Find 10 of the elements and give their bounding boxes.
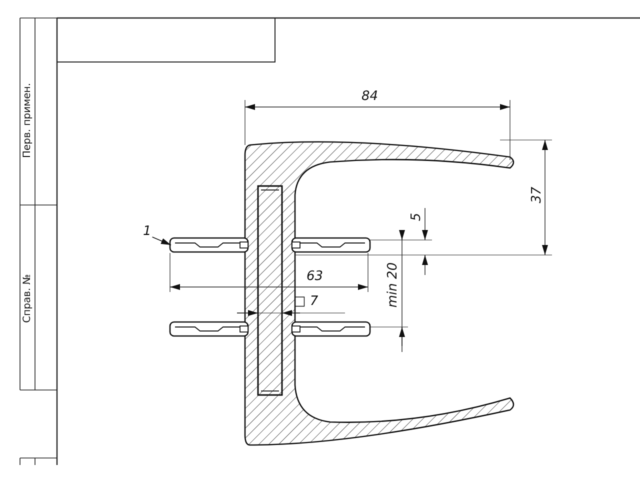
leader-line	[152, 236, 172, 246]
dimension-value: 37	[530, 186, 544, 204]
stamp-cell-text: Перв. примен.	[22, 82, 33, 158]
stamp-cell-text: Справ. №	[21, 274, 32, 322]
rosette-drawing	[169, 237, 249, 253]
callout-number: 1	[143, 225, 152, 239]
dimension-value: 5	[410, 212, 424, 222]
dimension-value: min 20	[386, 262, 400, 308]
dimension-value: 84	[362, 90, 378, 104]
dimension-value: 63	[306, 270, 324, 284]
